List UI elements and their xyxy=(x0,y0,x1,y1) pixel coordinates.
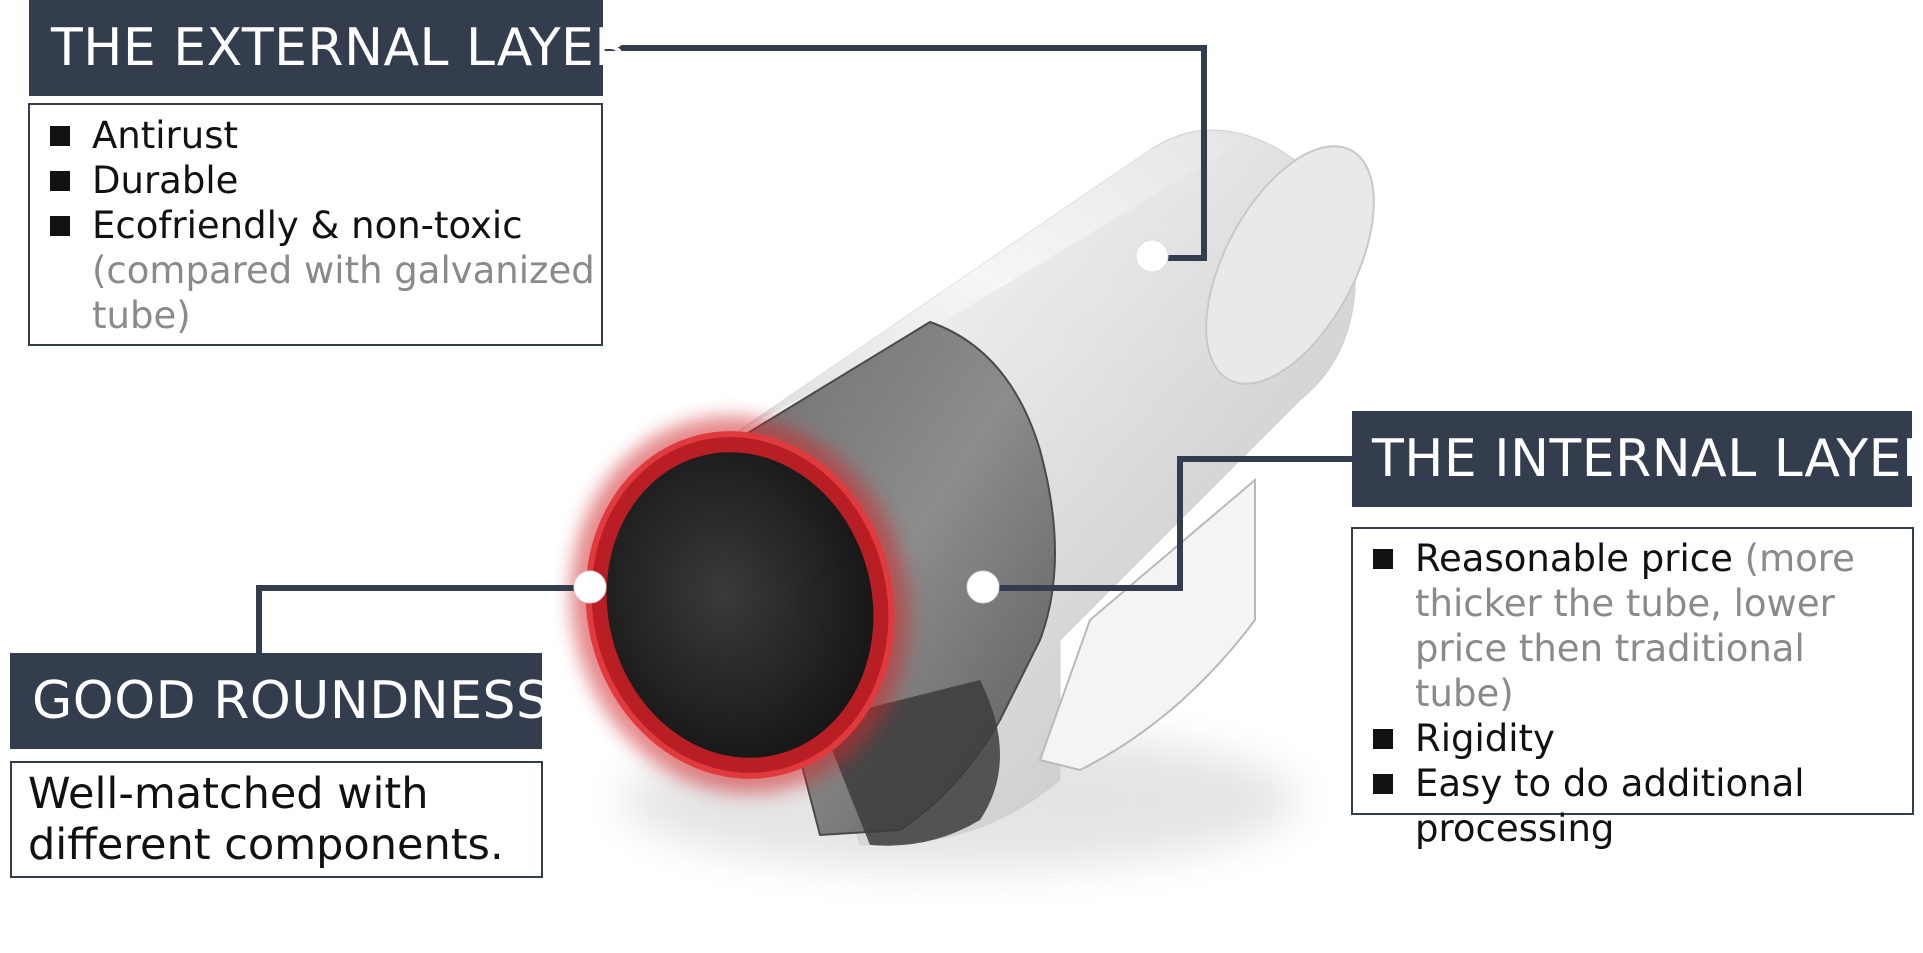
external-layer-marker xyxy=(1135,239,1169,273)
list-item-text: Durable xyxy=(92,159,239,202)
external-layer-title-text: THE EXTERNAL LAYER xyxy=(51,18,631,78)
internal-layer-description: Reasonable price (more thicker the tube,… xyxy=(1351,527,1914,850)
square-bullet-icon xyxy=(1373,774,1393,794)
square-bullet-icon xyxy=(50,126,70,146)
list-item: Rigidity xyxy=(1353,716,1912,761)
list-item-text: Antirust xyxy=(92,114,238,157)
list-item-text: Ecofriendly & non-toxic xyxy=(92,204,523,247)
list-item-text: Rigidity xyxy=(1415,717,1555,760)
list-item-text: Easy to do additional processing xyxy=(1415,762,1805,850)
external-layer-list: Antirust Durable Ecofriendly & non-toxic… xyxy=(30,113,601,338)
list-item: Durable xyxy=(30,158,601,203)
good-roundness-description: Well-matched with different components. xyxy=(10,761,543,878)
internal-layer-title-text: THE INTERNAL LAYER xyxy=(1372,429,1923,489)
external-layer-description: Antirust Durable Ecofriendly & non-toxic… xyxy=(28,103,603,346)
list-item: Easy to do additional processing xyxy=(1353,761,1912,851)
list-item: Ecofriendly & non-toxic (compared with g… xyxy=(30,203,601,338)
list-item: Reasonable price (more thicker the tube,… xyxy=(1353,536,1912,716)
square-bullet-icon xyxy=(50,216,70,236)
square-bullet-icon xyxy=(1373,729,1393,749)
list-item-note: (more thicker the tube, lower price then… xyxy=(1415,537,1855,715)
internal-layer-marker xyxy=(966,570,1000,604)
square-bullet-icon xyxy=(1373,549,1393,569)
external-layer-title: THE EXTERNAL LAYER xyxy=(29,0,630,96)
list-item-note: (compared with galvanized tube) xyxy=(92,249,595,337)
internal-layer-connector xyxy=(985,456,1352,591)
internal-layer-title: THE INTERNAL LAYER xyxy=(1352,411,1923,507)
roundness-connector xyxy=(256,585,590,653)
good-roundness-title: GOOD ROUNDNESS xyxy=(10,653,549,749)
external-layer-connector xyxy=(603,45,1207,261)
internal-layer-list: Reasonable price (more thicker the tube,… xyxy=(1353,536,1912,851)
list-item-text: Reasonable price xyxy=(1415,537,1733,580)
list-item: Antirust xyxy=(30,113,601,158)
roundness-marker xyxy=(573,570,607,604)
square-bullet-icon xyxy=(50,171,70,191)
good-roundness-title-text: GOOD ROUNDNESS xyxy=(32,671,550,731)
good-roundness-description-text: Well-matched with different components. xyxy=(28,769,504,870)
